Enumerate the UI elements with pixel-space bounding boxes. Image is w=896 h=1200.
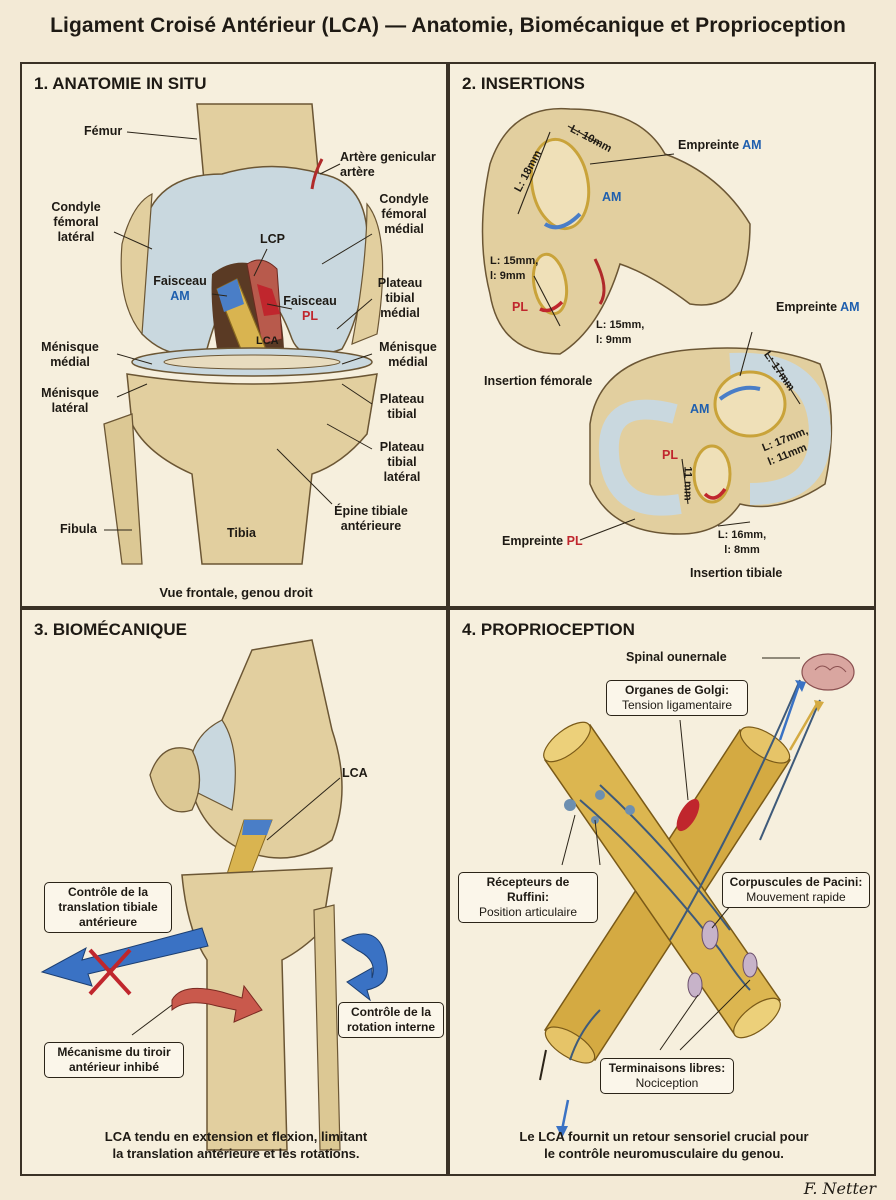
label-spinal: Spinal ounernale: [626, 650, 727, 664]
label-dim-femoral-pl: L: 15mm,l: 9mm: [490, 255, 539, 282]
label-dim-l16: L: 16mm,l: 8mm: [717, 529, 767, 556]
label-artery-1: Artère genicular: [340, 150, 436, 164]
label-femur: Fémur: [84, 124, 123, 138]
label-pl-tibial: PL: [662, 448, 678, 462]
caption-biomecanique: LCA tendu en extension et flexion, limit…: [104, 1129, 368, 1161]
panel-title-biomecanique: 3. BIOMÉCANIQUE: [34, 620, 188, 639]
ligament-receptors-illustration: [539, 653, 855, 1138]
label-pl-femoral: PL: [512, 300, 528, 314]
panel-title-anatomie: 1. ANATOMIE IN SITU: [34, 74, 207, 93]
label-tibia: Tibia: [227, 526, 256, 540]
panel-title-proprioception: 4. PROPRIOCEPTION: [462, 620, 635, 639]
panel-insertions: 2. INSERTIONS Empreinte AM L: 18mm L: 10…: [448, 62, 876, 608]
caption-proprioception: Le LCA fournit un retour sensoriel cruci…: [519, 1129, 809, 1161]
label-insertion-femorale: Insertion fémorale: [484, 374, 593, 388]
box-recepteurs-ruffini: Récepteurs de Ruffini:Position articulai…: [458, 872, 598, 923]
artist-signature: F. Netter: [803, 1179, 876, 1198]
label-am-femoral: AM: [602, 190, 622, 204]
label-lcp: LCP: [260, 232, 285, 246]
label-empreinte-pl: Empreinte PL: [502, 534, 583, 548]
box-corpuscules-pacini: Corpuscules de Pacini:Mouvement rapide: [722, 872, 870, 908]
label-empreinte-am-bottom: Empreinte AM: [776, 300, 860, 314]
label-empreinte-am-top: Empreinte AM: [678, 138, 762, 152]
label-lca-bio: LCA: [342, 766, 368, 780]
box-terminaisons-libres: Terminaisons libres:Nociception: [600, 1058, 734, 1094]
label-artery-2: artère: [340, 165, 375, 179]
label-fibula: Fibula: [60, 522, 97, 536]
box-organes-golgi: Organes de Golgi:Tension ligamentaire: [606, 680, 748, 716]
insertion-footprints-illustration: [481, 107, 833, 541]
panel-title-insertions: 2. INSERTIONS: [462, 74, 585, 93]
knee-biomechanics-illustration: [40, 639, 388, 1151]
knee-frontal-illustration: [103, 103, 384, 565]
page-title: Ligament Croisé Antérieur (LCA) — Anatom…: [50, 14, 846, 37]
label-dim-11mm: 11 mm: [681, 466, 694, 501]
label-lca: LCA: [256, 335, 279, 347]
label-am-tibial: AM: [690, 402, 710, 416]
label-insertion-tibiale: Insertion tibiale: [690, 566, 783, 580]
caption-anatomie: Vue frontale, genou droit: [159, 585, 313, 600]
panel-anatomie: 1. ANATOMIE IN SITU Fémur Artère genicul…: [20, 62, 448, 608]
label-dim-femoral-pl-b: L: 15mm,l: 9mm: [596, 319, 645, 346]
panel-proprioception: 4. PROPRIOCEPTION Spinal ounernale Organ…: [448, 608, 876, 1176]
